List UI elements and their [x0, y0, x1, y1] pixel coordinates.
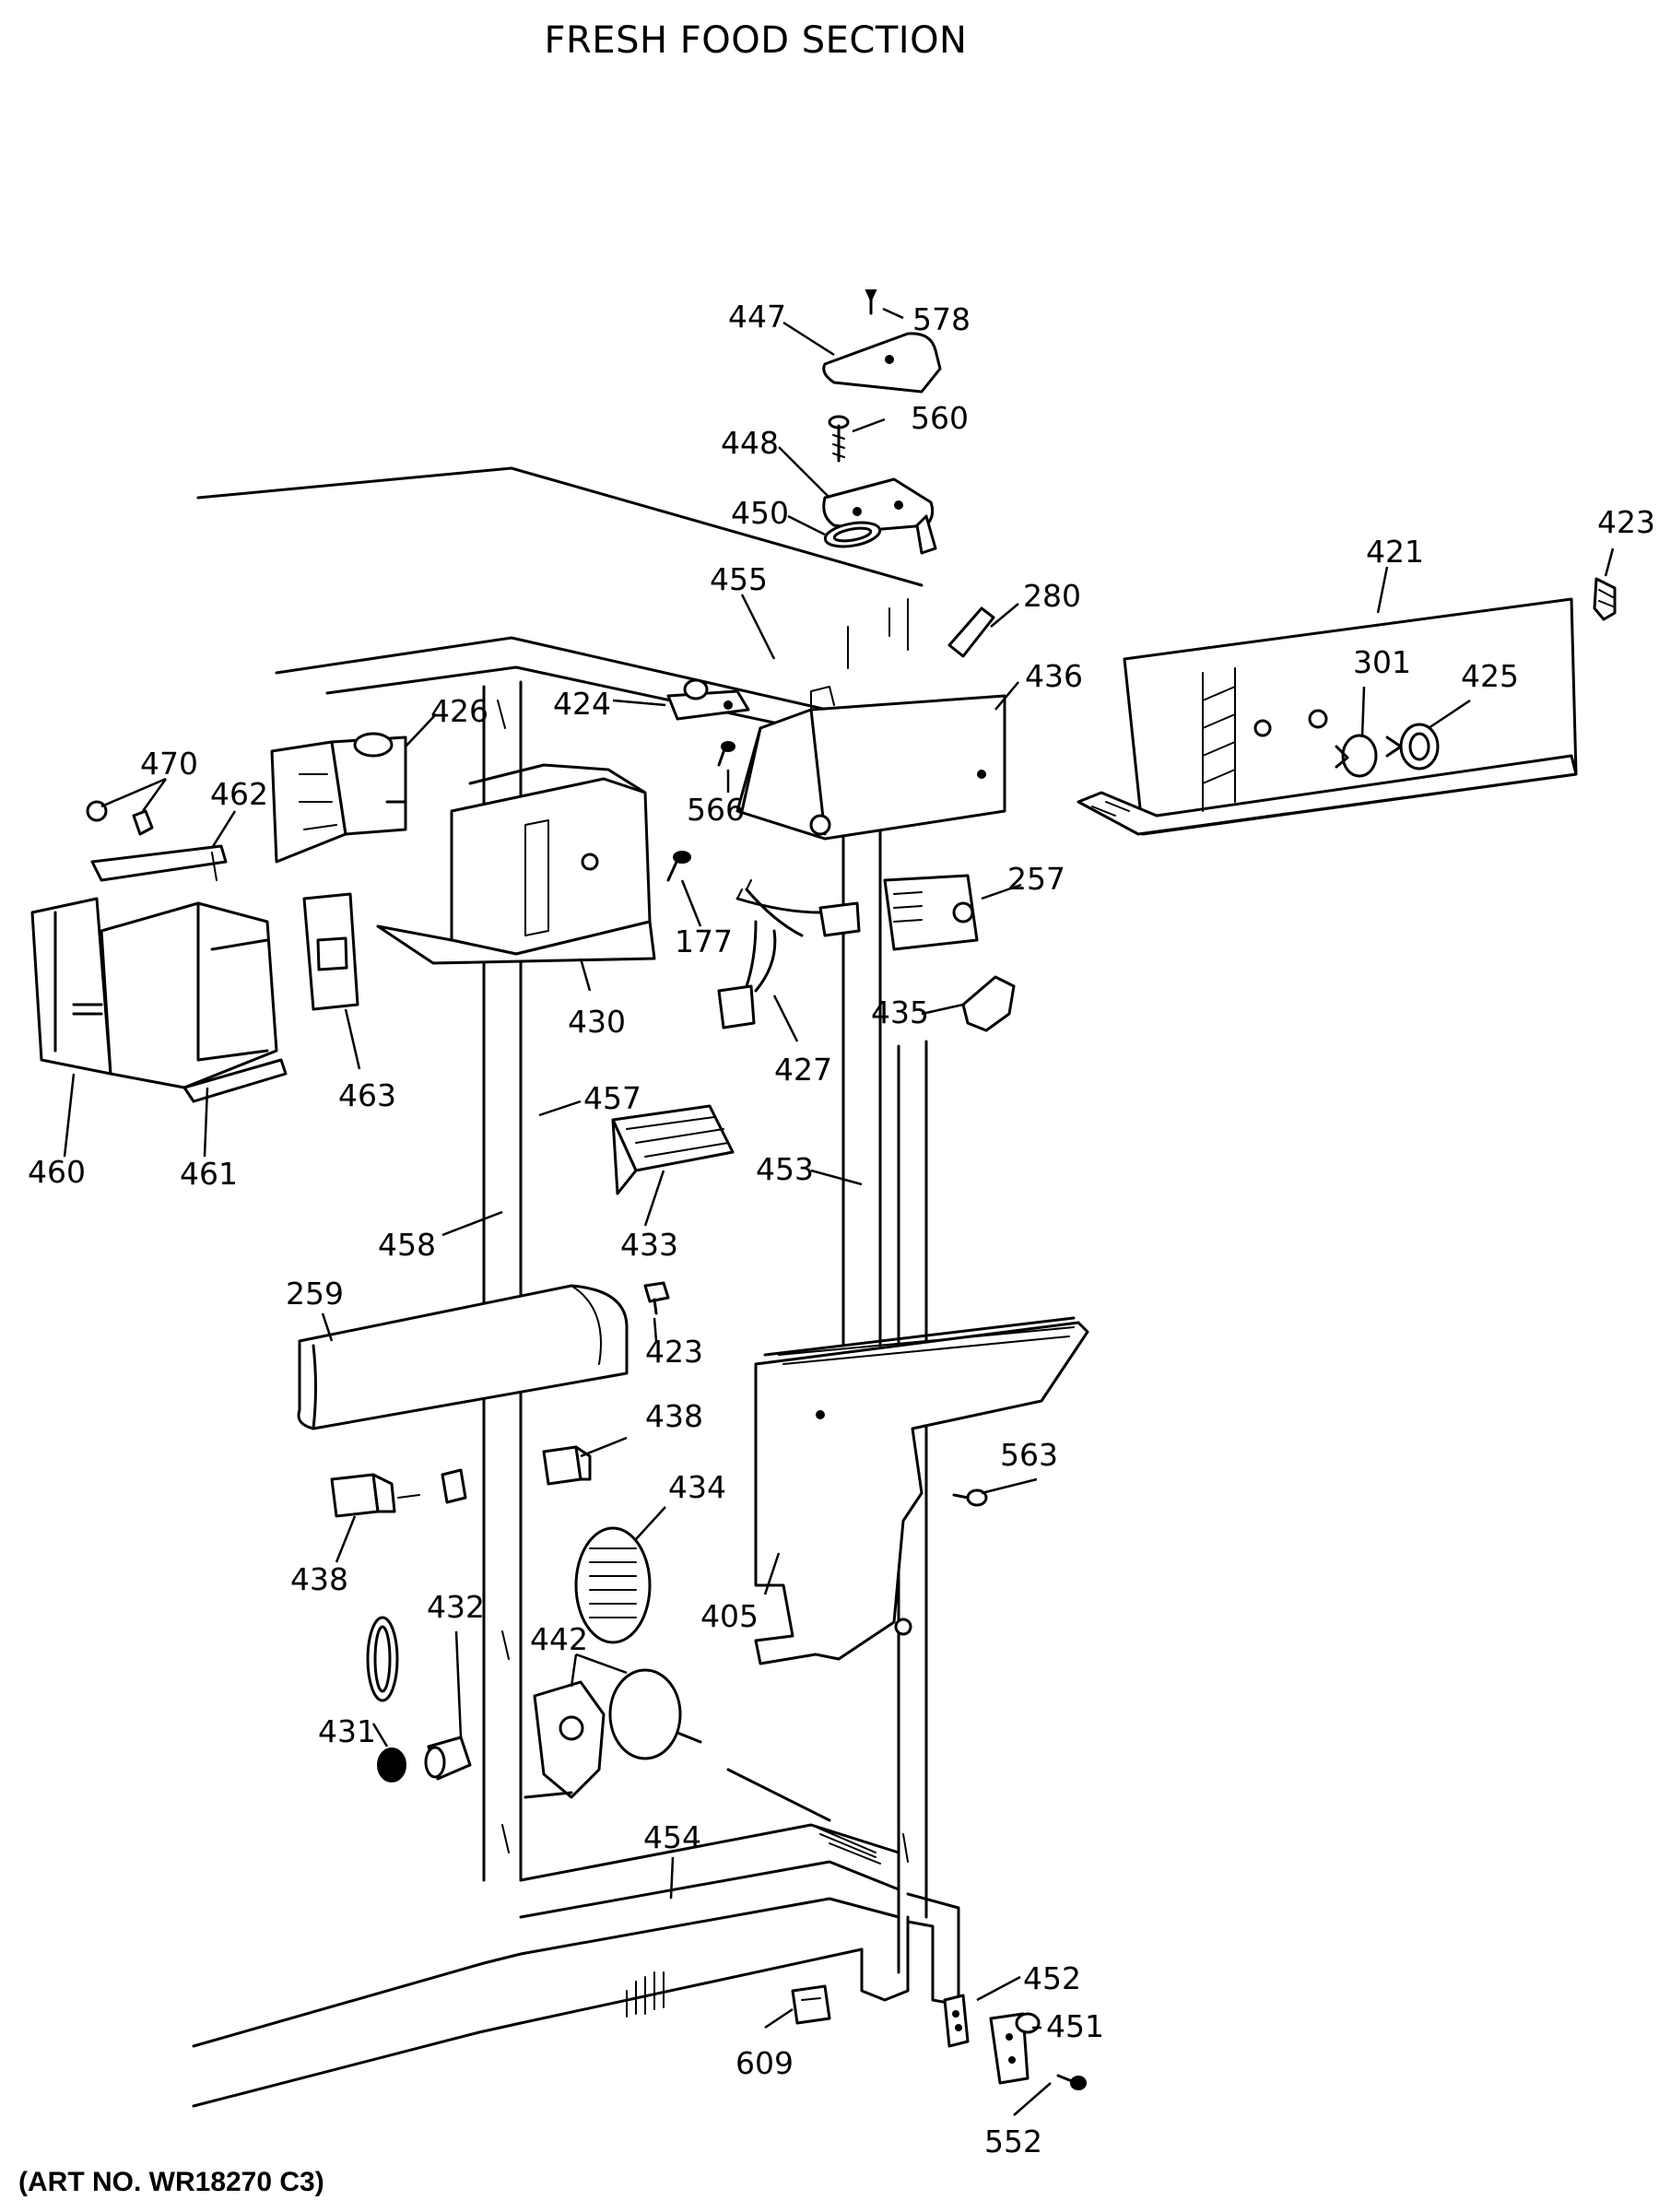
leader-lines [63, 307, 1615, 2116]
callout-427: 427 [774, 1052, 832, 1088]
part-448-bracket [822, 477, 937, 555]
callout-578: 578 [912, 301, 971, 337]
callout-177: 177 [675, 924, 733, 959]
part-452-shim [943, 1994, 970, 2048]
callout-448: 448 [721, 425, 779, 461]
callout-450: 450 [731, 495, 789, 531]
callout-463: 463 [338, 1077, 396, 1113]
callout-451: 451 [1046, 2008, 1104, 2044]
part-578-screw [865, 289, 877, 315]
callout-458: 458 [378, 1227, 436, 1263]
callout-609: 609 [735, 2045, 794, 2081]
callout-462: 462 [210, 776, 268, 812]
callout-563: 563 [1000, 1437, 1058, 1473]
part-566-screw [717, 741, 735, 767]
part-461-light-housing [100, 901, 288, 1103]
callout-301: 301 [1353, 644, 1411, 680]
callout-452: 452 [1023, 1960, 1081, 1996]
part-431-grommet [366, 1616, 406, 1783]
callout-259: 259 [286, 1276, 344, 1312]
callout-470: 470 [140, 746, 198, 782]
part-451-hinge [989, 2012, 1041, 2085]
callout-552: 552 [984, 2124, 1042, 2159]
part-563-screw [952, 1488, 988, 1507]
part-301-knob [1335, 734, 1378, 778]
callout-426: 426 [430, 693, 488, 729]
callout-labels: 447 578 448 560 450 455 280 421 423 424 … [28, 299, 1655, 2159]
part-433-fan [611, 1104, 735, 1195]
callout-423-middle: 423 [645, 1334, 703, 1370]
part-470-screw [86, 800, 154, 836]
callout-423-top: 423 [1597, 504, 1655, 540]
callout-447: 447 [728, 299, 786, 335]
part-421-control-panel [1077, 597, 1578, 836]
callout-436: 436 [1025, 658, 1083, 694]
part-450-gasket [823, 521, 882, 548]
part-426-damper [270, 732, 407, 864]
part-436-control-housing [735, 686, 1006, 841]
part-438-switch-left [330, 1468, 467, 1518]
callout-433: 433 [620, 1227, 678, 1263]
part-609-bumper [791, 1984, 831, 2025]
part-438-switch-right [542, 1445, 592, 1486]
art-number: (ART NO. WR18270 C3) [18, 2167, 324, 2197]
callout-454: 454 [643, 1819, 701, 1855]
part-177-screw [666, 851, 691, 882]
part-432-socket [424, 1735, 472, 1781]
part-462-bracket [90, 844, 228, 882]
callout-432: 432 [427, 1589, 485, 1625]
part-442-control [524, 1668, 831, 1822]
part-424-switch [666, 678, 750, 721]
part-280-plug [947, 606, 995, 658]
callout-457: 457 [583, 1080, 641, 1116]
diagram-title: FRESH FOOD SECTION [545, 19, 968, 62]
callout-560: 560 [911, 400, 969, 436]
callout-438-left: 438 [290, 1561, 348, 1597]
part-460-bracket [30, 897, 112, 1076]
callout-431: 431 [318, 1713, 376, 1749]
callout-434: 434 [668, 1469, 726, 1505]
callout-405: 405 [700, 1598, 759, 1634]
part-257-defrost-timer [883, 874, 979, 951]
callout-425: 425 [1461, 658, 1519, 694]
part-405-evaporator-cover [754, 1316, 1089, 1665]
callout-421: 421 [1366, 534, 1424, 570]
callout-257: 257 [1007, 861, 1065, 897]
callout-460: 460 [28, 1154, 86, 1190]
part-435-cover [961, 975, 1016, 1032]
part-552-screw [1056, 2074, 1087, 2090]
part-425-knob [1385, 723, 1440, 771]
callout-438-right: 438 [645, 1398, 703, 1434]
part-560-screw [828, 415, 850, 463]
part-434-light-diffuser [574, 1526, 652, 1644]
part-423-bulb-middle [643, 1281, 670, 1315]
callout-424: 424 [553, 686, 611, 722]
callout-453: 453 [756, 1151, 814, 1187]
callout-461: 461 [180, 1156, 238, 1192]
part-259-light-shield [297, 1284, 629, 1430]
callout-442: 442 [530, 1621, 588, 1657]
callout-430: 430 [568, 1004, 626, 1040]
part-447-cover [822, 332, 942, 394]
callout-455: 455 [710, 561, 768, 597]
part-463-clip [302, 892, 359, 1011]
part-423-bulb [1593, 577, 1617, 621]
part-427-wire-harness [717, 879, 861, 1030]
callout-435: 435 [871, 994, 929, 1030]
callout-280: 280 [1023, 578, 1081, 614]
part-430-air-duct [376, 763, 656, 965]
callout-566: 566 [687, 792, 745, 828]
